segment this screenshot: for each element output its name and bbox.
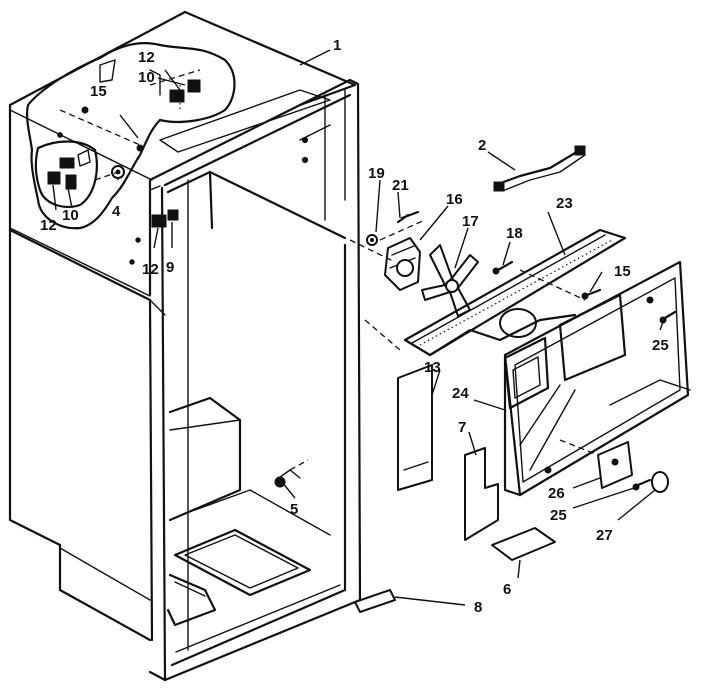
screw-18 — [492, 260, 514, 275]
callout-23: 23 — [556, 195, 573, 212]
insulation-13 — [397, 364, 433, 491]
wire-harness-2 — [493, 145, 586, 192]
evaporator-fan-motor — [366, 210, 426, 291]
fan-blade — [421, 244, 479, 317]
drain-tube-8 — [354, 540, 396, 613]
left-control-module — [34, 140, 125, 208]
alignment-lines — [349, 239, 599, 456]
callout-24: 24 — [452, 385, 469, 402]
screw-25-upper — [659, 310, 677, 324]
callout-4: 4 — [112, 203, 121, 220]
callout-7: 7 — [458, 419, 466, 436]
callout-15-top: 15 — [90, 83, 107, 100]
screw-25-lower — [632, 478, 652, 491]
callout-10-left: 10 — [62, 207, 79, 224]
callout-26: 26 — [548, 485, 565, 502]
top-wiring-harness — [25, 42, 236, 230]
cover-6 — [491, 527, 556, 561]
callout-6: 6 — [503, 581, 511, 598]
screw-15-right — [581, 288, 602, 300]
plug-27 — [651, 471, 669, 493]
callout-21: 21 — [392, 177, 409, 194]
callout-8: 8 — [474, 599, 482, 616]
screw-5 — [274, 459, 309, 488]
callout-12-top: 12 — [138, 49, 155, 66]
callout-labels: 1 2 4 5 6 7 8 9 10 10 12 12 12 13 15 15 … — [40, 37, 669, 616]
callout-5: 5 — [290, 501, 298, 518]
air-duct-23 — [403, 228, 627, 357]
callout-27: 27 — [596, 527, 613, 544]
callout-17: 17 — [462, 213, 479, 230]
fan-shroud-24 — [503, 260, 691, 497]
top-brackets — [57, 59, 201, 152]
leader-lines — [52, 49, 664, 606]
callout-2: 2 — [478, 137, 486, 154]
callout-9: 9 — [166, 259, 174, 276]
thermostat-bracket — [129, 209, 179, 265]
callout-25-lower: 25 — [550, 507, 567, 524]
callout-15-right: 15 — [614, 263, 631, 280]
callout-10-top: 10 — [138, 69, 155, 86]
callout-16: 16 — [446, 191, 463, 208]
callout-19: 19 — [368, 165, 385, 182]
callout-18: 18 — [506, 225, 523, 242]
cabinet-liner — [8, 10, 362, 682]
callout-12-lower: 12 — [142, 261, 159, 278]
callout-25-upper: 25 — [652, 337, 669, 354]
insulation-7 — [464, 447, 499, 541]
callout-13: 13 — [424, 359, 441, 376]
cover-plate-26 — [597, 441, 633, 489]
callout-1: 1 — [333, 37, 341, 54]
callout-12-left: 12 — [40, 217, 57, 234]
